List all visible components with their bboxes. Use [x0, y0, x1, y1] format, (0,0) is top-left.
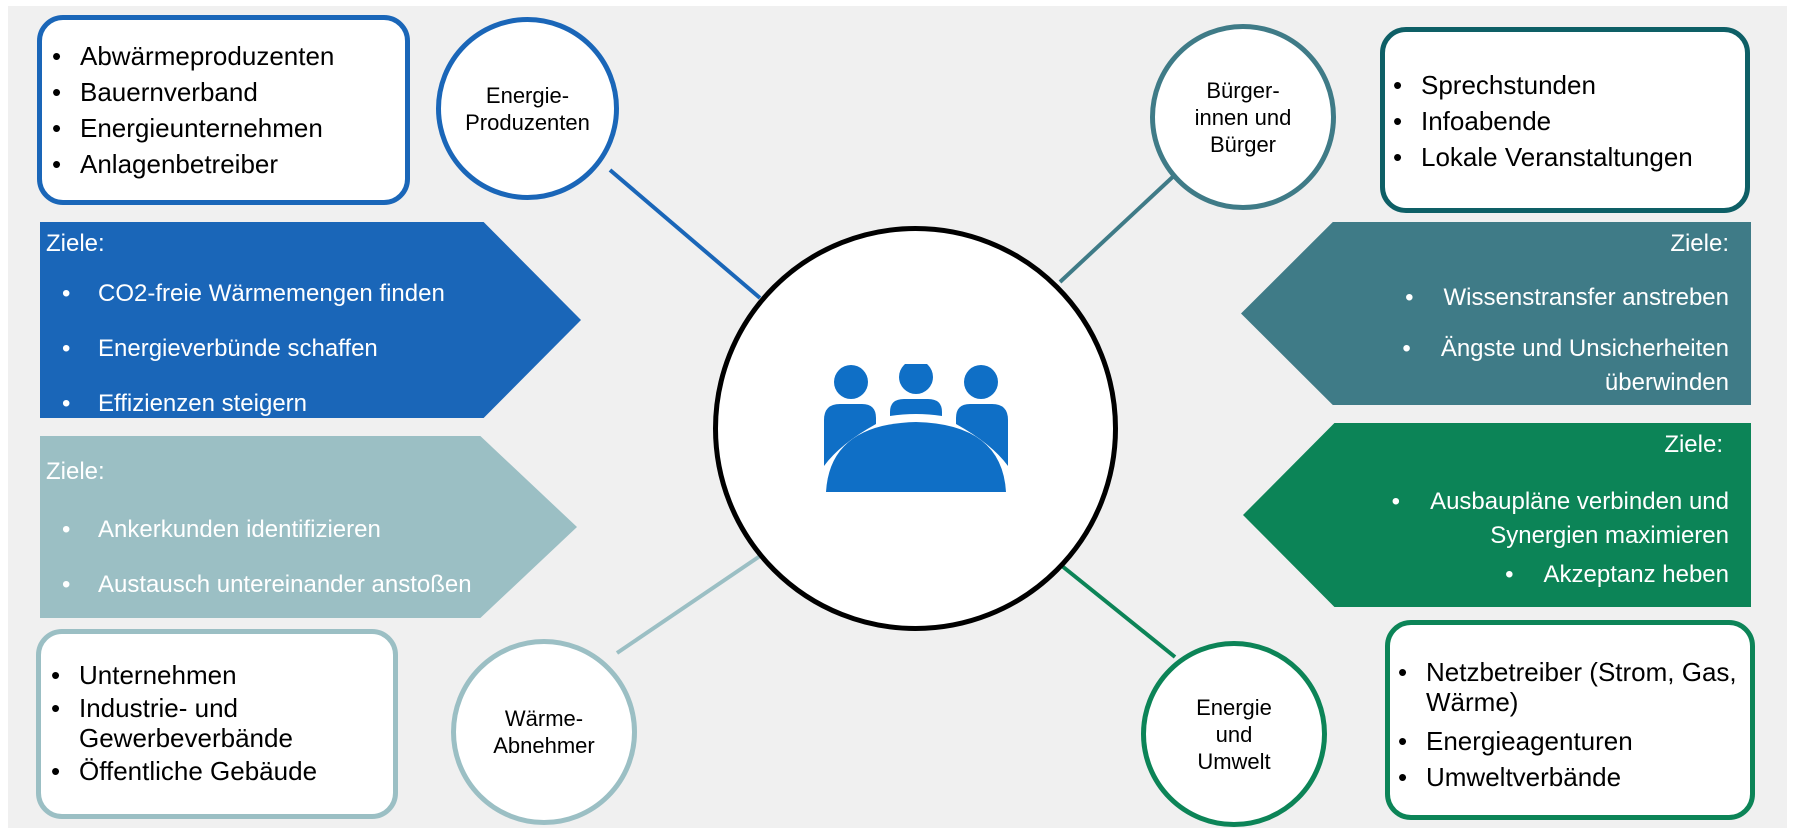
- list-item: Bauernverband: [48, 74, 405, 110]
- producers-circle-label: Energie- Produzenten: [465, 82, 590, 135]
- producers-goals-title: Ziele:: [46, 230, 105, 257]
- bullet-glyph: •: [1405, 284, 1414, 311]
- list-item: Lokale Veranstaltungen: [1389, 139, 1745, 175]
- goal-item: Ankerkunden identifizieren: [40, 516, 472, 571]
- producers-list-box: Abwärmeproduzenten Bauernverband Energie…: [37, 15, 410, 205]
- connector-producers: [608, 168, 762, 300]
- list-item: Umweltverbände: [1394, 759, 1750, 795]
- citizens-list-box: Sprechstunden Infoabende Lokale Veransta…: [1380, 27, 1750, 213]
- goal-item: Effizienzen steigern: [40, 390, 445, 418]
- list-item: Infoabende: [1389, 103, 1745, 139]
- consumers-goals-arrow: Ziele: Ankerkunden identifizieren Austau…: [40, 436, 577, 618]
- bullet-glyph: •: [1402, 335, 1411, 362]
- citizens-circle: Bürger- innen und Bürger: [1150, 24, 1336, 210]
- consumers-circle-label: Wärme- Abnehmer: [493, 706, 595, 758]
- list-item: Energieagenturen: [1394, 723, 1750, 759]
- bullet-glyph: •: [1505, 561, 1514, 588]
- citizens-goals-title: Ziele:: [1670, 230, 1729, 257]
- connector-environment: [1060, 564, 1177, 659]
- environment-circle: Energie und Umwelt: [1141, 641, 1327, 827]
- goal-item: Austausch untereinander anstoßen: [40, 571, 472, 599]
- list-item: Industrie- und Gewerbeverbände: [47, 693, 393, 753]
- goal-item: CO2-freie Wärmemengen finden: [40, 280, 445, 335]
- list-item: Öffentliche Gebäude: [47, 753, 393, 789]
- environment-goals-title: Ziele:: [1664, 431, 1723, 458]
- connector-consumers: [615, 554, 762, 655]
- environment-goals-arrow: Ziele: •Ausbaupläne verbinden und Synerg…: [1243, 423, 1751, 607]
- producers-goals-arrow: Ziele: CO2-freie Wärmemengen finden Ener…: [40, 222, 581, 418]
- consumers-list-box: Unternehmen Industrie- und Gewerbeverbän…: [36, 629, 398, 819]
- list-item: Anlagenbetreiber: [48, 146, 405, 182]
- connector-citizens: [1058, 170, 1180, 284]
- consumers-circle: Wärme- Abnehmer: [451, 639, 637, 825]
- list-item: Abwärmeproduzenten: [48, 38, 405, 74]
- producers-circle: Energie- Produzenten: [436, 17, 619, 200]
- center-circle: [713, 226, 1118, 631]
- bullet-glyph: •: [1391, 488, 1401, 515]
- goal-item: •Akzeptanz heben: [1505, 561, 1729, 588]
- meeting-group-icon: [823, 363, 1008, 492]
- list-item: Energieunternehmen: [48, 110, 405, 146]
- goal-item: Energieverbünde schaffen: [40, 335, 445, 390]
- goal-item: •Wissenstransfer anstreben: [1405, 284, 1729, 311]
- list-item: Netzbetreiber (Strom, Gas, Wärme): [1394, 657, 1750, 717]
- list-item: Unternehmen: [47, 657, 393, 693]
- environment-list-box: Netzbetreiber (Strom, Gas, Wärme) Energi…: [1385, 620, 1755, 820]
- consumers-goals-title: Ziele:: [46, 458, 105, 485]
- citizens-circle-label: Bürger- innen und Bürger: [1194, 77, 1292, 157]
- goal-item: •Ausbaupläne verbinden und Synergien max…: [1391, 488, 1729, 549]
- citizens-goals-arrow: Ziele: •Wissenstransfer anstreben •Ängst…: [1241, 222, 1751, 405]
- goal-item: •Ängste und Unsicherheiten überwinden: [1402, 335, 1729, 396]
- list-item: Sprechstunden: [1389, 67, 1745, 103]
- environment-circle-label: Energie und Umwelt: [1196, 694, 1272, 774]
